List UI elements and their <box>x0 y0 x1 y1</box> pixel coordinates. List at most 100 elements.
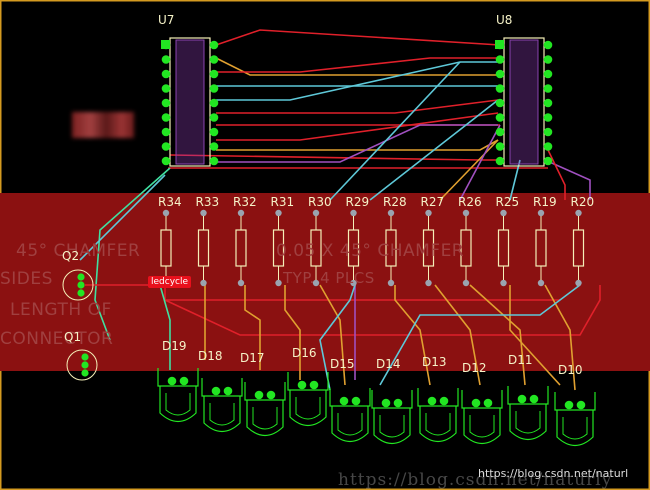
chip-u8-pad-left <box>495 98 505 108</box>
transistors-layer <box>62 269 98 381</box>
trace-cyan-6 <box>79 174 166 261</box>
resistor-r33 <box>197 209 210 287</box>
led-label-d15: D15 <box>330 357 355 371</box>
led-d16-lens <box>295 397 321 420</box>
led-d14 <box>371 390 413 445</box>
resistors-layer <box>160 209 585 287</box>
trace-red-2 <box>216 57 498 73</box>
led-d12-flange <box>461 390 503 409</box>
chip-u7-pad-left <box>161 98 171 108</box>
chip-u7-pad-right <box>209 127 219 137</box>
led-d12 <box>461 390 503 445</box>
trace-red-5 <box>216 112 499 141</box>
led-d12-lens <box>469 415 495 438</box>
led-d15-flange <box>329 388 371 407</box>
trace-red-1 <box>215 29 501 46</box>
led-d18 <box>201 378 243 433</box>
led-d17-pad-a <box>254 390 264 400</box>
trace-orange-1 <box>215 57 498 76</box>
resistor-label-r34: R34 <box>158 195 182 209</box>
led-d14-pad-k <box>393 398 403 408</box>
chip-u8-pad-left <box>495 113 505 122</box>
transistor-q2 <box>62 269 94 301</box>
led-d12-dome <box>463 408 501 445</box>
trace-orange-11 <box>509 285 561 386</box>
chip-u8 <box>495 37 553 167</box>
trace-orange-6 <box>284 285 301 380</box>
led-d16-flange <box>287 372 329 391</box>
led-label-d17: D17 <box>240 351 265 365</box>
chips-layer <box>161 37 553 167</box>
trace-red-3 <box>216 99 499 114</box>
led-d11-pad-a <box>517 394 527 404</box>
chip-u7-pad-right <box>209 40 219 50</box>
trace-purple-3 <box>459 124 501 201</box>
led-d16-pad-k <box>309 380 319 390</box>
chip-u7-pad-left <box>161 113 171 122</box>
chip-u8-pad-left <box>495 84 505 93</box>
trace-cyan-2 <box>216 61 498 101</box>
resistor-r29 <box>347 209 360 287</box>
led-label-d12: D12 <box>462 361 487 375</box>
led-d11-flange <box>507 386 549 405</box>
resistor-label-r33: R33 <box>195 195 220 209</box>
led-d16-dome <box>289 390 327 427</box>
led-d18-pad-a <box>211 386 221 396</box>
chip-u8-pad-right <box>543 55 553 64</box>
chip-u8-pad-right <box>543 40 553 50</box>
led-d11 <box>507 386 549 441</box>
chip-u7-pad-right <box>209 156 219 166</box>
led-d13-pad-a <box>427 396 437 406</box>
led-d17-pad-k <box>266 390 276 400</box>
led-d13-pad-k <box>439 396 449 406</box>
dim-chamfer-label: 0.05 X 45° CHAMFER <box>276 241 465 261</box>
chip-u7-pad-right <box>209 69 219 79</box>
led-d19-pad-k <box>179 376 189 386</box>
led-d19-lens <box>165 393 191 416</box>
led-d19-pad-a <box>167 376 177 386</box>
chip-u7-pad-left <box>161 55 171 64</box>
net-tag-ledcycle[interactable]: ledcycle <box>148 276 192 288</box>
transistor-label-q2: Q2 <box>62 249 80 263</box>
trace-red-8 <box>547 149 566 200</box>
resistor-r27 <box>422 209 435 287</box>
chip-u8-pad-right <box>543 84 553 93</box>
chamfer-sides-label: SIDES <box>0 269 53 289</box>
resistor-r30 <box>310 209 322 287</box>
transistor-q2-pad <box>77 281 85 289</box>
led-d18-dome <box>203 396 241 433</box>
chip-u7-pad-left <box>161 142 171 151</box>
chip-u7-label: U7 <box>158 13 175 27</box>
watermark-main: https://blog.csdn.net/naturly <box>338 470 613 490</box>
led-d10-pad-a <box>564 400 574 410</box>
chip-u8-pad-left <box>495 69 505 79</box>
trace-green-2 <box>159 284 171 370</box>
resistor-pad-bottom <box>312 279 320 287</box>
transistor-q1 <box>66 349 98 381</box>
typ-plcs-label: TYP. 4 PLCS <box>283 269 375 287</box>
led-label-d14: D14 <box>376 357 401 371</box>
led-d17-dome <box>246 400 284 437</box>
trace-orange-9 <box>434 284 481 386</box>
resistor-r20 <box>572 209 585 287</box>
trace-orange-5 <box>244 285 261 370</box>
led-d15-lens <box>337 413 363 436</box>
resistor-label-r29: R29 <box>345 195 370 209</box>
led-label-d18: D18 <box>198 349 223 363</box>
resistor-pad-bottom <box>275 279 282 287</box>
trace-red-6 <box>169 154 498 161</box>
trace-cyan-7 <box>379 284 581 386</box>
resistor-pad-top <box>162 209 170 217</box>
resistor-pad-bottom <box>462 279 470 287</box>
trace-orange-12 <box>544 284 576 391</box>
led-d14-flange <box>371 390 413 409</box>
led-label-d19: D19 <box>162 339 187 353</box>
led-d10-lens <box>562 417 588 440</box>
blurred-region <box>72 112 134 138</box>
led-d13 <box>417 388 459 443</box>
led-d10-dome <box>556 410 594 447</box>
led-d11-dome <box>509 404 547 441</box>
chip-u8-pad-right <box>543 156 553 166</box>
